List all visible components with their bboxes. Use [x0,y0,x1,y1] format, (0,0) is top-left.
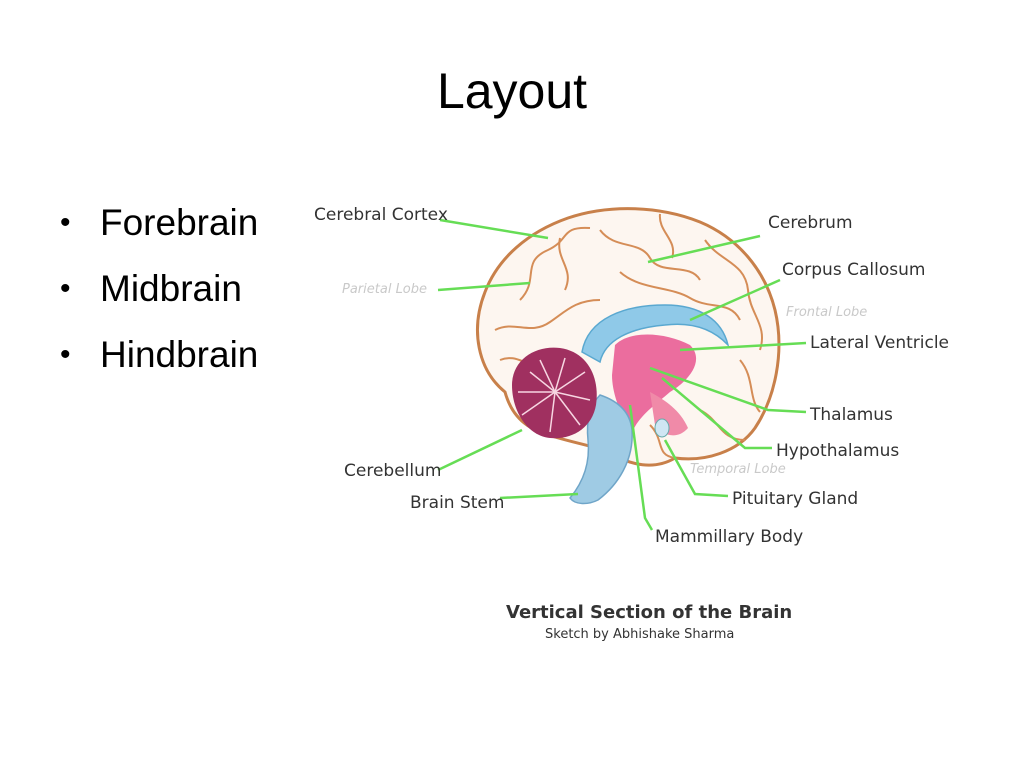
leader-lines [437,218,807,531]
label-hypothalamus: Hypothalamus [776,441,899,461]
caption-credit: Sketch by Abhishake Sharma [545,627,734,642]
leader-thalamus [649,366,807,414]
bullet-dot-icon: • [60,206,71,239]
label-corpus-callosum: Corpus Callosum [782,260,925,280]
label-parietal-lobe: Parietal Lobe [342,282,427,297]
thalamus-shape [612,334,697,432]
label-cerebellum: Cerebellum [344,461,441,481]
label-cerebrum: Cerebrum [768,213,853,233]
bullet-text: Hindbrain [100,334,259,375]
leader-mammillary-body [628,404,654,531]
leader-cerebellum [437,428,523,472]
label-lateral-ventricle: Lateral Ventricle [810,333,949,353]
leader-pituitary-gland [663,439,729,498]
pituitary-shape [654,418,670,438]
brain-stem-shape [569,394,633,505]
bullet-list: • Forebrain • Midbrain • Hindbrain [58,190,258,388]
cerebellum-folds [518,357,591,433]
caption-title: Vertical Section of the Brain [506,602,792,623]
bullet-item-forebrain: • Forebrain [58,190,258,256]
leader-lateral-ventricle [679,341,807,352]
leader-cerebral-cortex [439,218,549,240]
label-temporal-lobe: Temporal Lobe [690,462,786,477]
leader-brain-stem [499,492,579,500]
bullet-dot-icon: • [60,272,71,305]
label-pituitary-gland: Pituitary Gland [732,489,858,509]
label-mammillary-body: Mammillary Body [655,527,803,547]
leader-parietal-lobe [437,281,531,292]
leader-corpus-callosum [689,278,781,322]
bullet-text: Midbrain [100,268,242,309]
label-thalamus: Thalamus [809,405,893,425]
label-cerebral-cortex: Cerebral Cortex [314,205,448,225]
label-brain-stem: Brain Stem [410,493,504,513]
leader-cerebrum [647,234,761,264]
bullet-text: Forebrain [100,202,259,243]
bullet-dot-icon: • [60,338,71,371]
leader-hypothalamus [661,377,772,450]
bullet-item-hindbrain: • Hindbrain [58,322,258,388]
label-frontal-lobe: Frontal Lobe [786,305,867,320]
slide-title: Layout [436,63,588,119]
bullet-item-midbrain: • Midbrain [58,256,258,322]
